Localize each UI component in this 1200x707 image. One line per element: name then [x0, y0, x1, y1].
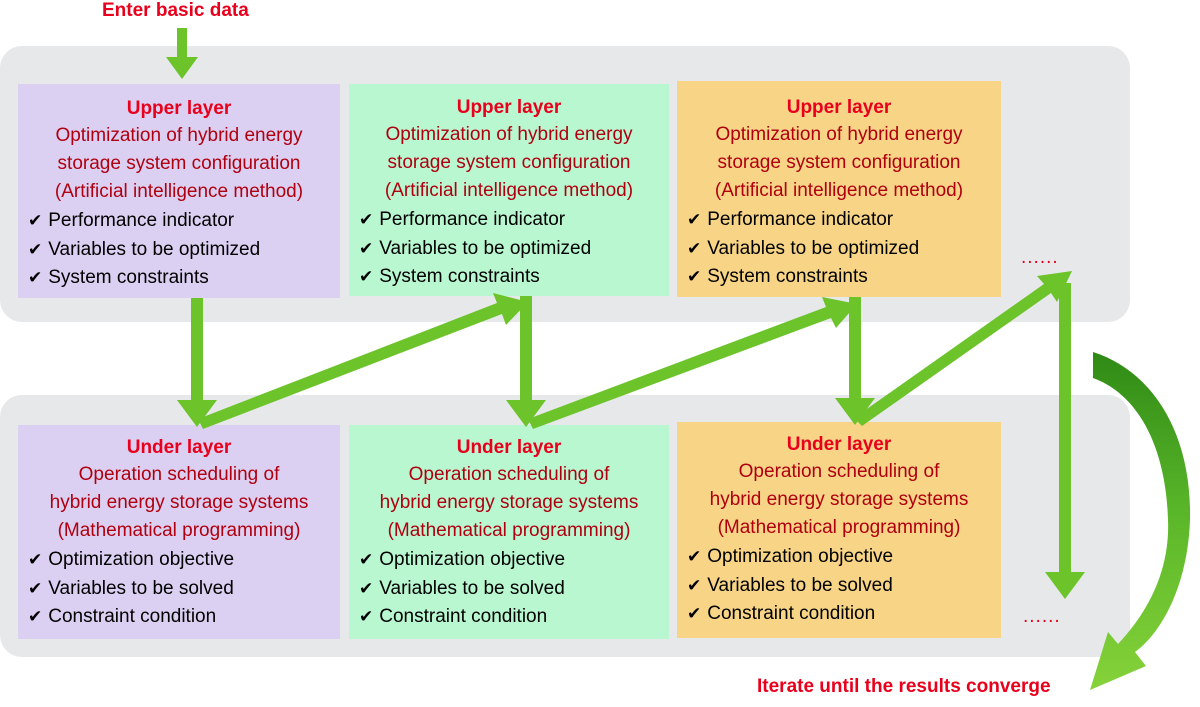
- box-description-line: Optimization of hybrid energy: [55, 125, 303, 146]
- box-description-line: Optimization of hybrid energy: [715, 124, 963, 145]
- check-mark-icon: ✔: [687, 238, 702, 259]
- under-layer-box-2: Under layer Operation scheduling of hybr…: [349, 425, 669, 639]
- iterate-curved-arrow-icon: [1090, 352, 1191, 690]
- checklist-item: ✔Constraint condition: [687, 603, 876, 624]
- box-description-line: storage system configuration: [387, 152, 631, 173]
- box-description-line: (Artificial intelligence method): [54, 181, 304, 202]
- box-description-line: Operation scheduling of: [738, 461, 940, 482]
- check-mark-icon: ✔: [359, 210, 374, 230]
- box-description-line: (Mathematical programming): [57, 520, 301, 541]
- box-description-line: (Mathematical programming): [387, 520, 631, 541]
- check-mark-icon: ✔: [687, 604, 702, 624]
- end-label: Iterate until the results converge: [757, 676, 1051, 697]
- box-title: Upper layer: [786, 97, 892, 118]
- box-description-line: Operation scheduling of: [78, 464, 280, 485]
- down-arrow-4-icon: [1045, 283, 1085, 599]
- checklist-item: ✔Constraint condition: [359, 606, 548, 627]
- upper-layer-box-2: Upper layer Optimization of hybrid energ…: [349, 84, 669, 296]
- box-description-line: hybrid energy storage systems: [379, 492, 639, 513]
- box-description-line: (Artificial intelligence method): [714, 180, 964, 201]
- check-mark-icon: ✔: [359, 550, 374, 570]
- checklist-item: ✔System constraints: [687, 266, 868, 287]
- box-description-line: (Artificial intelligence method): [384, 180, 634, 201]
- check-mark-icon: ✔: [28, 239, 43, 260]
- check-mark-icon: ✔: [359, 578, 374, 599]
- checklist-item: ✔Performance indicator: [359, 209, 566, 230]
- check-mark-icon: ✔: [28, 268, 43, 288]
- checklist-item: ✔Performance indicator: [687, 209, 894, 230]
- check-mark-icon: ✔: [359, 607, 374, 627]
- box-description-line: storage system configuration: [57, 153, 301, 174]
- checklist-item: ✔Variables to be optimized: [359, 237, 592, 259]
- box-title: Under layer: [786, 434, 892, 455]
- checklist-item: ✔Constraint condition: [28, 606, 217, 627]
- checklist-item: ✔Variables to be optimized: [28, 238, 261, 260]
- box-title: Upper layer: [126, 98, 232, 119]
- down-arrow-3-icon: [835, 297, 875, 425]
- checklist-item: ✔Performance indicator: [28, 210, 235, 231]
- check-mark-icon: ✔: [687, 267, 702, 287]
- under-layer-box-1: Under layer Operation scheduling of hybr…: [18, 425, 340, 639]
- box-title: Under layer: [126, 437, 232, 458]
- box-description-line: Optimization of hybrid energy: [385, 124, 633, 145]
- checklist-item: ✔Variables to be optimized: [687, 237, 920, 259]
- box-description-line: storage system configuration: [717, 152, 961, 173]
- under-continuation-dots: ......: [1023, 606, 1061, 627]
- up-arrow-2-icon: [528, 297, 857, 429]
- check-mark-icon: ✔: [28, 211, 43, 231]
- check-mark-icon: ✔: [28, 550, 43, 570]
- down-arrow-2-icon: [506, 296, 546, 427]
- box-title: Under layer: [456, 437, 562, 458]
- checklist-item: ✔Variables to be solved: [28, 577, 234, 599]
- start-label: Enter basic data: [102, 0, 249, 21]
- upper-layer-box-3: Upper layer Optimization of hybrid energ…: [677, 81, 1001, 297]
- checklist-item: ✔Optimization objective: [28, 549, 235, 570]
- box-description-line: (Mathematical programming): [717, 517, 961, 538]
- down-arrow-1-icon: [177, 298, 217, 427]
- checklist-item: ✔Optimization objective: [687, 546, 894, 567]
- checklist-item: ✔Variables to be solved: [359, 577, 565, 599]
- checklist-item: ✔System constraints: [359, 266, 540, 287]
- box-description-line: hybrid energy storage systems: [49, 492, 309, 513]
- start-arrow-icon: [166, 28, 198, 79]
- up-arrow-3-icon: [854, 271, 1072, 426]
- check-mark-icon: ✔: [28, 607, 43, 627]
- up-arrow-1-icon: [198, 293, 528, 429]
- upper-layer-box-1: Upper layer Optimization of hybrid energ…: [18, 84, 340, 298]
- checklist-item: ✔Variables to be solved: [687, 574, 893, 596]
- check-mark-icon: ✔: [687, 547, 702, 567]
- checklist-item: ✔System constraints: [28, 267, 209, 288]
- check-mark-icon: ✔: [687, 210, 702, 230]
- check-mark-icon: ✔: [359, 238, 374, 259]
- check-mark-icon: ✔: [359, 267, 374, 287]
- checklist-item: ✔Optimization objective: [359, 549, 566, 570]
- check-mark-icon: ✔: [687, 575, 702, 596]
- box-title: Upper layer: [456, 97, 562, 118]
- check-mark-icon: ✔: [28, 578, 43, 599]
- upper-continuation-dots: ......: [1021, 247, 1059, 268]
- under-layer-box-3: Under layer Operation scheduling of hybr…: [677, 422, 1001, 638]
- box-description-line: hybrid energy storage systems: [709, 489, 969, 510]
- box-description-line: Operation scheduling of: [408, 464, 610, 485]
